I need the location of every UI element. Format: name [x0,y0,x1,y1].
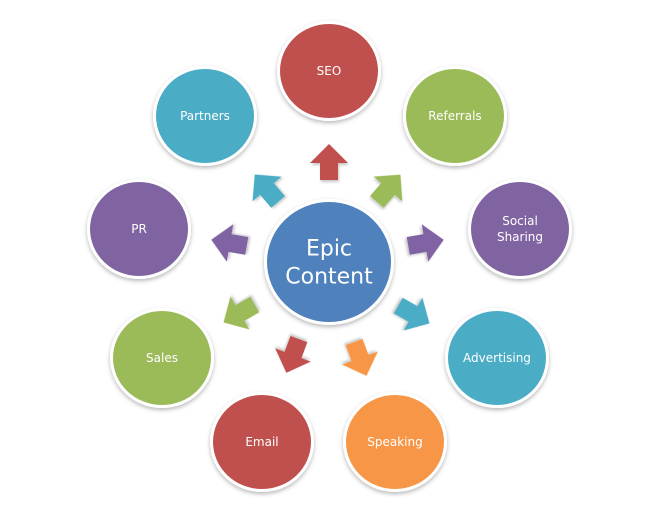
arrow-to-referrals [370,174,403,208]
arrow-icon [310,144,348,180]
node-partners: Partners [153,66,257,166]
nodes-layer: SEO ReferralsSocialSharingAdvertisingSpea… [87,21,572,492]
node-seo: SEO [277,21,381,121]
node-circle [156,69,254,163]
arrows-layer [211,144,444,376]
arrow-to-advertising [393,297,430,331]
node-label: Partners [180,109,230,123]
arrow-icon [223,296,260,330]
arrow-to-speaking [342,338,378,376]
node-circle [406,69,504,163]
arrow-icon [252,174,285,208]
node-email: Email [210,392,314,492]
node-sales: Sales [110,308,214,408]
node-speaking: Speaking [343,392,447,492]
node-label: PR [131,222,147,236]
arrow-icon [406,224,444,262]
arrow-to-sales [223,296,260,330]
node-circle [471,182,569,276]
node-label: Sales [146,351,178,365]
node-circle [213,395,311,489]
center-label: Epic [306,237,352,262]
node-advertising: Advertising [445,308,549,408]
center-label: Content [285,265,373,290]
node-circle [448,311,546,405]
node-circle [346,395,444,489]
arrow-icon [211,224,249,262]
arrow-icon [275,335,311,373]
center-circle [267,202,391,322]
node-label: Speaking [367,435,422,449]
arrow-to-seo [310,144,348,180]
arrow-icon [342,338,378,376]
arrow-icon [393,297,430,331]
node-circle [113,311,211,405]
node-referrals: Referrals [403,66,507,166]
arrow-icon [370,174,403,208]
node-label: Advertising [463,351,531,365]
node-label: SEO [317,64,342,78]
arrow-to-email [275,335,311,373]
node-circle [280,24,378,118]
arrow-to-social-sharing [406,224,444,262]
node-label: Referrals [428,109,481,123]
arrow-to-partners [252,174,285,208]
arrow-to-pr [211,224,249,262]
node-pr: PR [87,179,191,279]
node-label: Email [245,435,278,449]
node-label: Social [502,214,538,228]
node-label: Sharing [497,230,543,244]
node-circle [90,182,188,276]
